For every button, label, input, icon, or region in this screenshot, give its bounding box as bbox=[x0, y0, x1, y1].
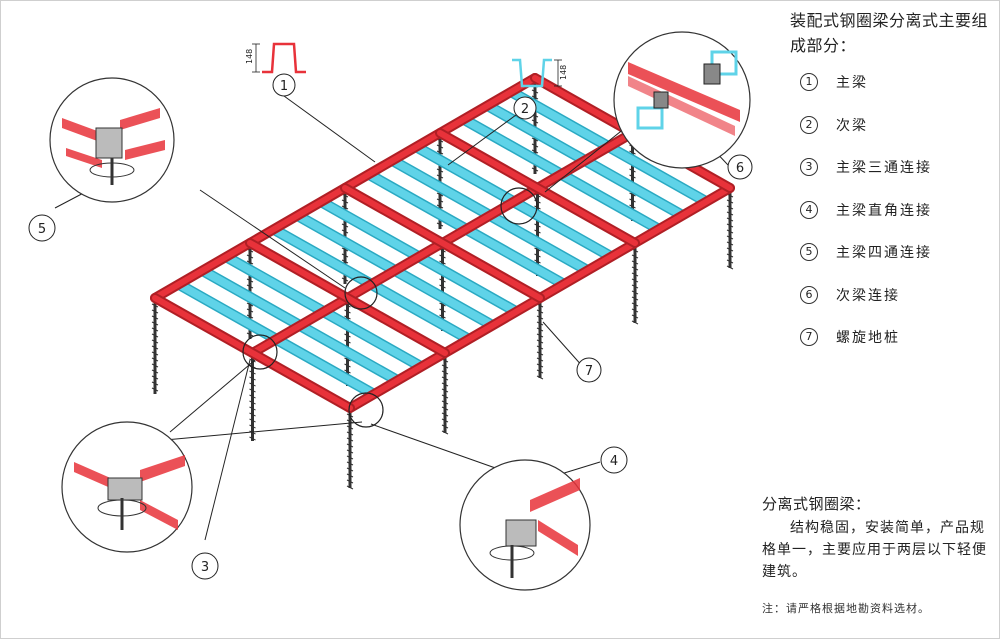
main-beam bbox=[342, 185, 543, 301]
legend-item: 4 主梁直角连接 bbox=[800, 200, 990, 243]
main-beams bbox=[150, 73, 735, 413]
joint-markers bbox=[242, 103, 678, 428]
main-beam-profile: 148 bbox=[245, 42, 306, 74]
legend-item-label: 次梁 bbox=[836, 117, 868, 134]
leader-lines bbox=[54, 95, 729, 541]
legend-item: 1 主梁 bbox=[800, 72, 990, 115]
legend-item-number: 5 bbox=[800, 243, 818, 261]
callouts: 1 2 3 4 5 6 7 bbox=[28, 73, 753, 580]
screw-pile-thread bbox=[631, 248, 639, 325]
secondary-beam-dim-label: 148 bbox=[559, 65, 568, 80]
description-text: 结构稳固，安装简单，产品规格单一，主要应用于两层以下轻便建筑。 bbox=[762, 520, 987, 580]
description-title: 分离式钢圈梁： bbox=[762, 495, 871, 513]
joint-marker-center bbox=[344, 276, 378, 310]
detail-secondary-joint-content bbox=[628, 50, 740, 136]
legend-item: 5 主梁四通连接 bbox=[800, 242, 990, 285]
callout-7: 7 bbox=[576, 357, 602, 383]
legend-item-label: 主梁直角连接 bbox=[836, 202, 932, 219]
legend-item-number: 1 bbox=[800, 73, 818, 91]
material-note: 注：请严格根据地勘资料选材。 bbox=[762, 602, 930, 615]
legend-item-label: 螺旋地桩 bbox=[836, 330, 900, 346]
main-beam bbox=[437, 130, 638, 246]
callout-6: 6 bbox=[727, 154, 753, 180]
joint-marker-front bbox=[348, 392, 384, 428]
legend-title: 装配式钢圈梁分离式主要组成部分： bbox=[790, 11, 989, 55]
legend-item: 3 主梁三通连接 bbox=[800, 157, 990, 200]
joint-marker-top bbox=[500, 187, 538, 225]
callout-7-label: 7 bbox=[585, 364, 593, 379]
legend-item-number: 4 bbox=[800, 200, 818, 219]
screw-pile-thread bbox=[536, 303, 544, 380]
legend-item-number: 6 bbox=[800, 285, 818, 304]
callout-3-label: 3 bbox=[201, 560, 209, 575]
callout-1: 1 bbox=[272, 73, 296, 97]
main-beam bbox=[247, 240, 448, 356]
legend-item-label: 主梁三通连接 bbox=[836, 160, 932, 176]
callout-4: 4 bbox=[600, 446, 628, 474]
legend-item-number: 7 bbox=[800, 328, 818, 346]
legend-item-number: 3 bbox=[800, 158, 818, 176]
legend-item-label: 主梁 bbox=[836, 75, 868, 91]
secondary-beam-profile: 148 bbox=[512, 58, 568, 88]
legend-item: 6 次梁连接 bbox=[800, 285, 990, 328]
detail-three-way-content bbox=[74, 455, 185, 530]
legend-item-label: 次梁连接 bbox=[836, 287, 900, 304]
legend-item-label: 主梁四通连接 bbox=[836, 245, 932, 261]
main-beam bbox=[152, 295, 353, 411]
callout-3: 3 bbox=[191, 552, 219, 580]
screw-pile-thread bbox=[726, 193, 734, 270]
callout-5: 5 bbox=[28, 214, 56, 242]
callout-4-label: 4 bbox=[610, 454, 618, 469]
legend-item-number: 2 bbox=[800, 115, 818, 134]
screw-pile-thread bbox=[151, 303, 159, 392]
screw-pile-thread bbox=[441, 358, 449, 435]
callout-2: 2 bbox=[513, 96, 537, 120]
main-beam-dim-label: 148 bbox=[245, 49, 254, 64]
legend-item: 7 螺旋地桩 bbox=[800, 327, 990, 370]
callout-1-label: 1 bbox=[280, 79, 288, 94]
joint-marker-left bbox=[242, 334, 278, 370]
detail-four-way-content bbox=[62, 108, 165, 185]
detail-corner-content bbox=[489, 478, 580, 578]
legend-list: 1 主梁 2 次梁 3 主梁三通连接 4 主梁直角连接 5 主梁四通连接 6 次梁连接 7 螺… bbox=[800, 72, 990, 370]
legend-item: 2 次梁 bbox=[800, 115, 990, 158]
callout-5-label: 5 bbox=[38, 222, 46, 237]
description-block: 分离式钢圈梁： 结构稳固，安装简单，产品规格单一，主要应用于两层以下轻便建筑。 bbox=[762, 493, 992, 583]
callout-6-label: 6 bbox=[736, 161, 744, 176]
callout-2-label: 2 bbox=[521, 102, 529, 117]
